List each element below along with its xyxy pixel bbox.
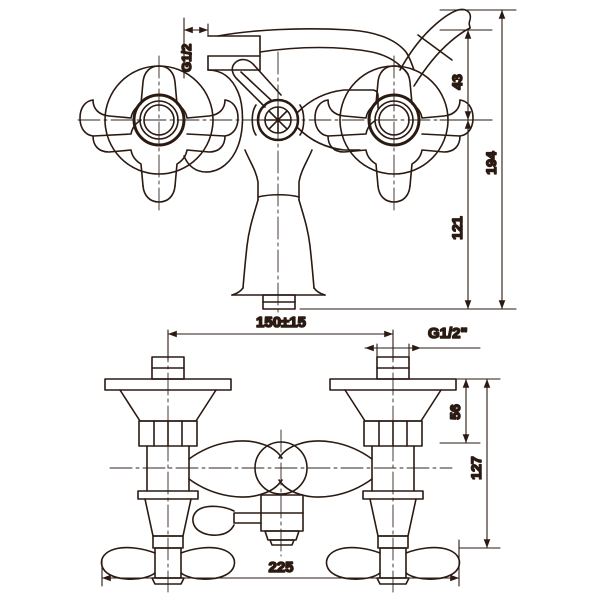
dim-225: 225 [101,539,460,587]
left-lower-collar [137,490,199,549]
diverter-lever [231,58,282,108]
right-lower-collar [362,490,424,549]
centerlines-front-view [77,51,479,317]
dim-127-label: 127 [468,456,484,480]
left-body-collar [183,69,244,173]
right-valve-column [371,445,415,492]
dim-56: 56 [439,378,481,444]
dim-225-label: 225 [268,559,293,576]
dim-194-label: 194 [483,151,499,175]
dim-127: 127 [455,378,501,549]
dim-150: 150±15 [167,313,394,361]
centerlines-plan-view [109,339,453,593]
dim-194: 194 [299,9,517,310]
dim-150-label: 150±15 [256,314,306,331]
dim-43-label: 43 [449,74,465,90]
dim-g12-bottom: G1/2" [364,324,481,361]
spout-outlet [262,294,296,310]
mixer-body-bridge-upper [188,440,373,460]
plan-spout-base [260,494,304,546]
plan-side-lever [192,505,262,536]
dim-121-label: 121 [449,216,465,240]
mixer-body-bridge-lower [188,478,373,498]
dim-56-label: 56 [447,404,463,420]
dim-121: 121 [448,119,493,310]
dim-g12-top-label: G1/2 [179,44,194,72]
plan-top-view: 150±15 G1/2" 56 [100,313,501,593]
front-elevation-view: G1/2 43 194 [77,8,517,317]
spout-body [231,149,326,296]
dim-g12-top: G1/2 [178,17,209,79]
dim-g12-bottom-label: G1/2" [428,325,468,342]
dim-43: 43 [439,29,493,121]
left-valve-column [146,445,190,492]
